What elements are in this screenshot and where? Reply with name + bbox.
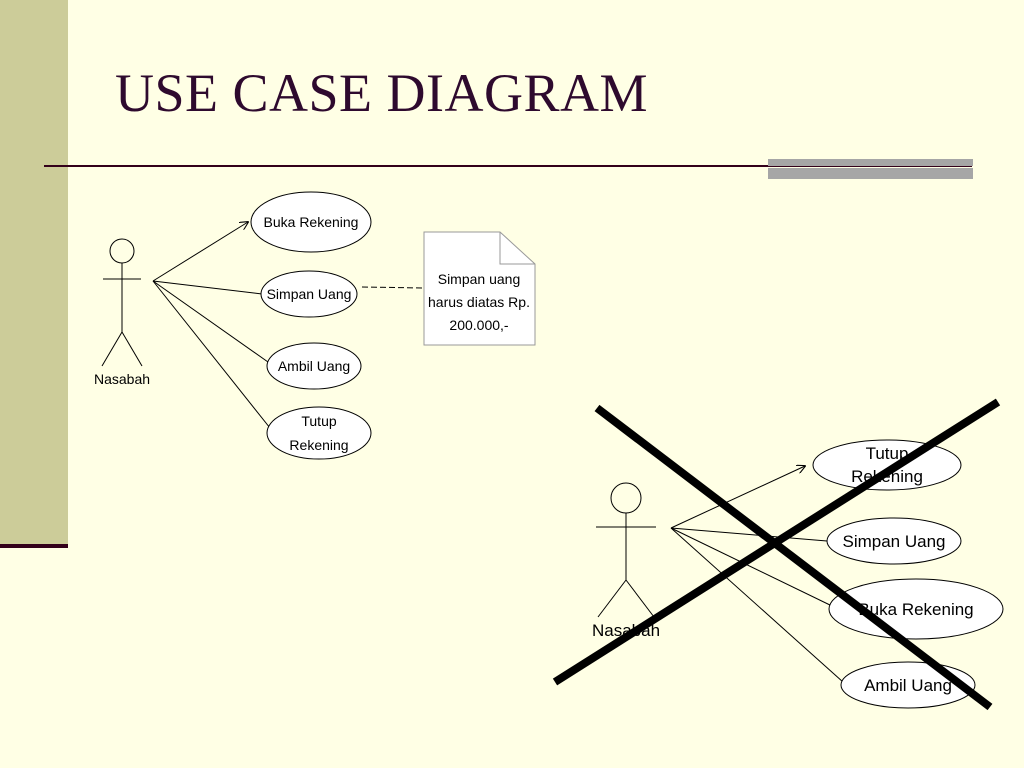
use-case-buka-rekening-left: Buka Rekening xyxy=(250,191,372,253)
assoc-tutup-rekening xyxy=(670,466,805,529)
left-diagram: Nasabah Buka Rekening Simpan Uang Ambil xyxy=(94,191,536,460)
note-text-line: harus diatas Rp. xyxy=(428,294,530,310)
use-case-ambil-uang-left: Ambil Uang xyxy=(266,342,362,390)
associations-left xyxy=(152,222,425,429)
left-sidebar-bar xyxy=(0,0,68,546)
note-text-line: 200.000,- xyxy=(449,317,508,333)
actor-nasabah-right xyxy=(596,482,656,618)
title-rule-accent-lower xyxy=(768,168,973,179)
associations-right xyxy=(670,466,844,683)
use-case-label: Tutup xyxy=(866,444,909,463)
right-diagram: Nasabah Tutup Rekening Simpan Uang Buka … xyxy=(552,398,1004,711)
actor-head xyxy=(109,238,135,264)
assoc-simpan-uang xyxy=(670,527,828,542)
use-case-label: Tutup xyxy=(301,413,336,429)
use-case-label: Buka Rekening xyxy=(264,214,359,230)
note-text-line: Simpan uang xyxy=(438,271,521,287)
use-case-label: Rekening xyxy=(289,437,348,453)
cross-out-mark xyxy=(552,398,1001,711)
assoc-ambil-uang xyxy=(670,527,844,683)
use-case-label: Ambil Uang xyxy=(864,676,952,695)
use-case-label: Simpan Uang xyxy=(267,286,352,302)
use-case-label: Buka Rekening xyxy=(858,600,973,619)
note-connector xyxy=(361,286,425,289)
actor-label-left: Nasabah xyxy=(94,371,150,387)
use-case-simpan-uang-right: Simpan Uang xyxy=(826,517,962,565)
use-case-label: Simpan Uang xyxy=(842,532,945,551)
title-rule-accent xyxy=(768,159,973,166)
assoc-ambil-uang xyxy=(152,280,269,363)
sidebar-bottom-rule xyxy=(0,544,68,548)
use-case-simpan-uang-left: Simpan Uang xyxy=(260,270,358,318)
actor-head xyxy=(610,482,642,514)
use-case-tutup-rekening-right: Tutup Rekening xyxy=(812,439,962,491)
use-case-tutup-rekening-left: Tutup Rekening xyxy=(266,406,372,460)
constraint-note: Simpan uang harus diatas Rp. 200.000,- xyxy=(423,231,536,346)
actor-nasabah-left xyxy=(101,238,143,367)
use-case-buka-rekening-right: Buka Rekening xyxy=(828,578,1004,640)
slide-title: USE CASE DIAGRAM xyxy=(115,63,649,123)
assoc-tutup-rekening xyxy=(152,280,271,429)
assoc-buka-rekening xyxy=(670,527,833,607)
assoc-buka-rekening xyxy=(152,222,248,282)
use-case-label: Ambil Uang xyxy=(278,358,350,374)
assoc-simpan-uang xyxy=(152,280,263,295)
